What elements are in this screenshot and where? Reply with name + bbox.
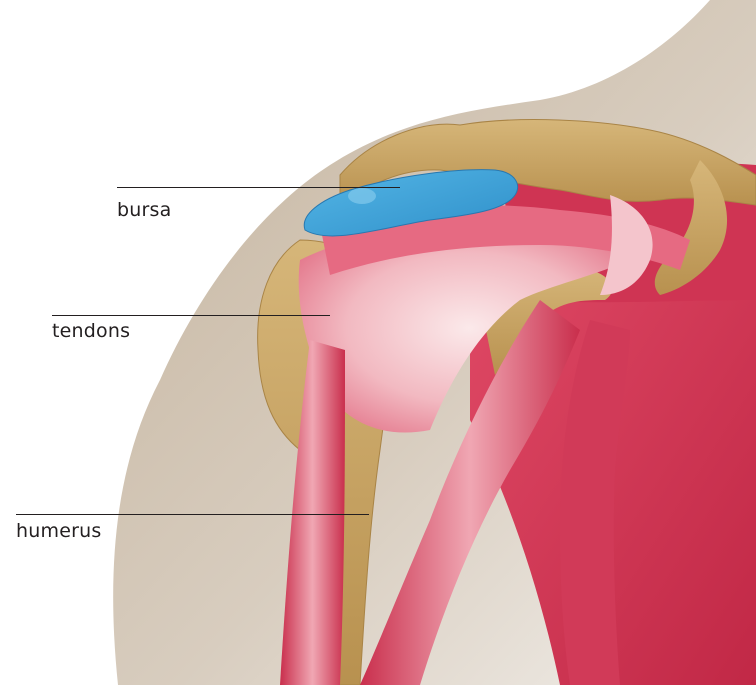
bursa-leader-line	[117, 187, 400, 188]
humerus-label: humerus	[16, 520, 101, 542]
humerus-leader-line	[16, 514, 369, 515]
tendons-label: tendons	[52, 320, 130, 342]
bursa-label: bursa	[117, 199, 171, 221]
bursa-highlight	[348, 188, 376, 204]
tendons-leader-line	[52, 315, 330, 316]
